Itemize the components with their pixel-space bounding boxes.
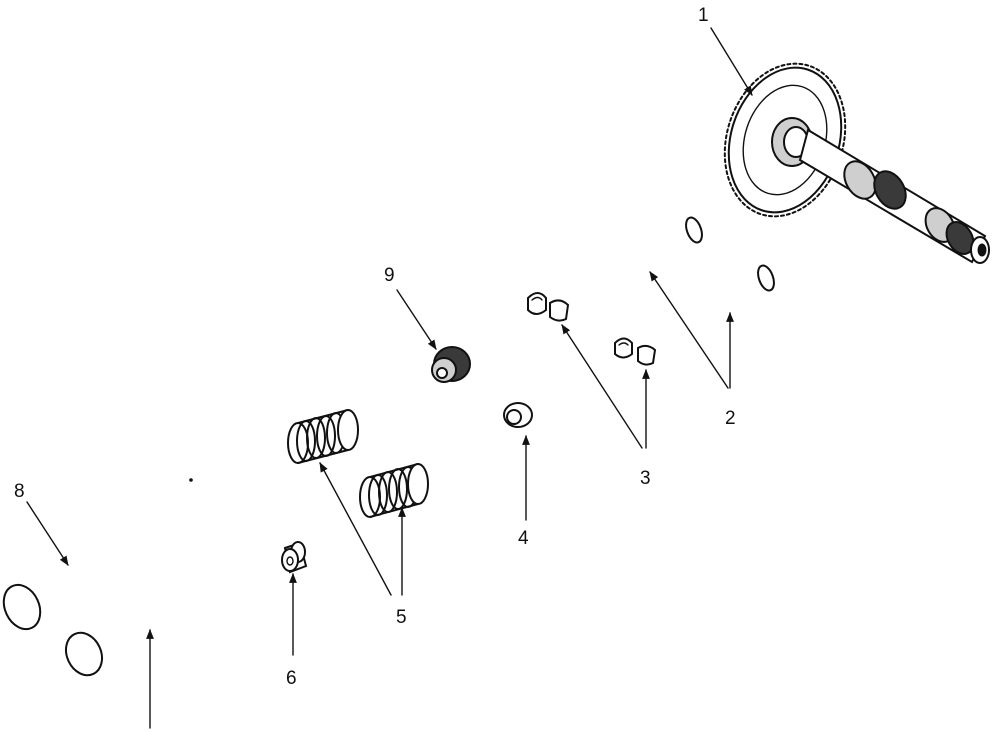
camshaft-gear-part (723, 62, 990, 264)
callout-6: 6 (286, 668, 297, 689)
valve-spring-upper (287, 409, 359, 464)
tappet-upper (625, 216, 703, 268)
valve-keepers-lower (614, 337, 657, 366)
dust-speck (189, 478, 193, 482)
spring-retainer (503, 402, 533, 428)
callout-8: 8 (14, 481, 25, 502)
callout-5: 5 (396, 607, 407, 628)
callout-2: 2 (725, 408, 736, 429)
leader-lines (26, 27, 753, 729)
valve-upper (2, 542, 134, 631)
valve-spring-lower (359, 463, 429, 518)
valve-guide (281, 541, 308, 574)
callout-4: 4 (518, 528, 529, 549)
callout-9: 9 (384, 265, 395, 286)
callout-1: 1 (698, 5, 709, 26)
valve-keepers-upper (527, 292, 570, 322)
tappet-lower (699, 264, 775, 315)
valve-lower (65, 594, 200, 677)
callout-3: 3 (640, 468, 651, 489)
valve-stem-seal (431, 346, 471, 383)
